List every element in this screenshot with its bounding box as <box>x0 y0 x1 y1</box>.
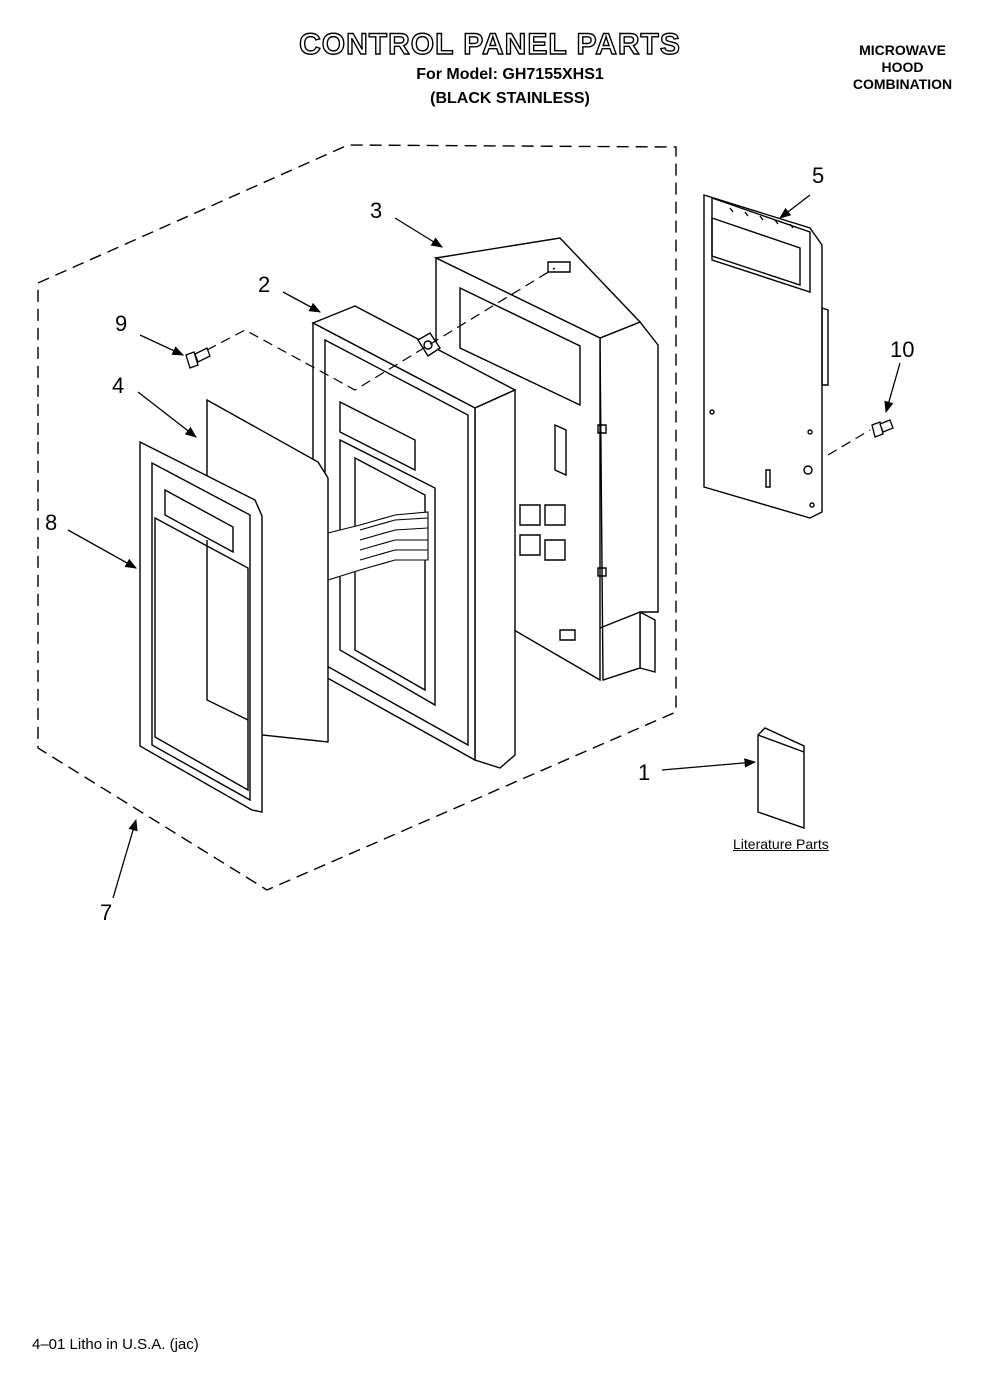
callout-7: 7 <box>100 900 112 925</box>
product-type: MICROWAVE HOOD COMBINATION <box>830 42 975 93</box>
product-type-line: MICROWAVE <box>859 42 946 58</box>
literature-parts-part-1 <box>757 727 805 829</box>
assembly-outline-part-7 <box>37 144 677 891</box>
callout-3: 3 <box>370 198 382 223</box>
callout-10: 10 <box>890 337 914 362</box>
model-number: For Model: GH7155XHS1 <box>416 66 604 83</box>
footer-litho: 4–01 Litho in U.S.A. (jac) <box>32 1336 199 1353</box>
literature-parts-label: Literature Parts <box>733 836 829 852</box>
finish-label: (BLACK STAINLESS) <box>430 90 590 107</box>
callout-5: 5 <box>812 163 824 188</box>
ribbon-cable <box>327 511 429 581</box>
callout-4: 4 <box>112 373 124 398</box>
product-type-line: COMBINATION <box>852 76 953 92</box>
callout-8: 8 <box>45 510 57 535</box>
callout-numbers: 3 2 9 4 8 7 5 10 1 <box>45 163 914 925</box>
callout-1: 1 <box>638 760 650 785</box>
screw-part-10 <box>871 419 894 438</box>
screw-part-9 <box>185 347 211 369</box>
page-title: CONTROL PANEL PARTS <box>298 27 681 61</box>
keypad-overlay-part-8 <box>139 440 263 813</box>
callout-2: 2 <box>258 272 270 297</box>
callout-9: 9 <box>115 311 127 336</box>
alignment-lines <box>206 267 871 456</box>
product-type-line: HOOD <box>881 59 924 75</box>
callout-leaders <box>67 194 901 899</box>
circuit-board-part-5 <box>703 194 829 519</box>
